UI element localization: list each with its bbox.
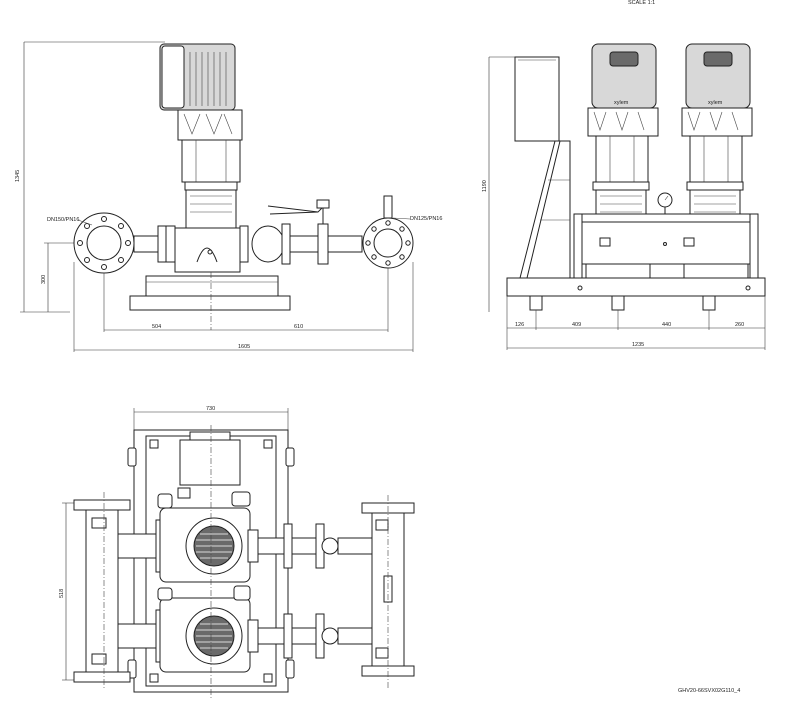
axis-dim-text: 300 xyxy=(41,275,47,284)
inlet-label: DN150/PN16 xyxy=(47,217,79,223)
inlet-pipe xyxy=(133,235,159,253)
top-pump-upper xyxy=(117,507,383,583)
inlet-pipe-flange xyxy=(157,225,167,263)
outlet-pipe xyxy=(289,235,319,253)
side-dim-2: 409 xyxy=(572,322,581,328)
check-valve xyxy=(251,225,285,263)
pump-left-stack xyxy=(595,135,649,183)
motor-fins xyxy=(189,52,227,106)
lantern-window xyxy=(183,113,233,135)
dim-total-text: 1605 xyxy=(238,344,250,350)
discharge-pipe xyxy=(327,235,363,253)
manifold-upper xyxy=(577,213,757,223)
outlet-pump-flange xyxy=(239,225,249,263)
pump-body xyxy=(185,189,237,229)
valve-handle-head xyxy=(316,199,330,209)
pump-unit-right: xylem xyxy=(681,43,753,227)
side-dim-1: 126 xyxy=(515,322,524,328)
pump-casing-arch xyxy=(196,247,218,263)
pump-casing xyxy=(174,227,241,273)
manifold-flange-right xyxy=(749,213,759,281)
top-view: 730 518 xyxy=(59,406,415,700)
left-manifold-flange-top xyxy=(73,499,131,511)
height-dim-text: 1345 xyxy=(15,170,21,182)
outlet-label: DN125/PN16 xyxy=(410,216,442,222)
casing-plug xyxy=(207,249,213,255)
side-dim-total: 1235 xyxy=(632,342,644,348)
inlet-flange-bolts xyxy=(77,216,131,270)
pump-left-brand: xylem xyxy=(614,100,629,106)
side-view: 1190 xylem xylem xyxy=(482,43,766,350)
front-view: 1345 300 xyxy=(15,41,442,352)
left-manifold-flange-bottom xyxy=(73,671,131,683)
side-height-dim-text: 1190 xyxy=(482,180,488,192)
pump-right-display xyxy=(703,51,733,67)
pump-unit-left: xylem xyxy=(587,43,659,227)
top-pump-upper-valve xyxy=(321,537,339,555)
motor-terminal-box xyxy=(161,45,185,109)
outlet-bore xyxy=(373,228,403,258)
pump-right-brand: xylem xyxy=(708,100,723,106)
pump-right-stack xyxy=(689,135,743,183)
base-frame xyxy=(129,295,291,311)
left-manifold-pipe xyxy=(85,509,119,673)
pressure-sensor xyxy=(383,195,393,219)
pump-left-lantern xyxy=(587,107,659,137)
side-base-frame xyxy=(506,277,766,297)
pump-ring xyxy=(184,181,238,191)
top-control-panel xyxy=(179,439,241,486)
dim-left-text: 504 xyxy=(152,324,161,330)
drawing-code: GHV20-66SVX02G110_4 xyxy=(678,688,740,694)
scale-label: SCALE 1:1 xyxy=(628,0,655,6)
inlet-valve xyxy=(165,225,176,263)
top-pump-lower xyxy=(117,597,383,673)
manifold-flange-left xyxy=(573,213,583,281)
gate-valve-body xyxy=(317,223,329,265)
panel-stand xyxy=(519,140,571,279)
side-dim-3: 440 xyxy=(662,322,671,328)
pump-pedestal xyxy=(145,275,279,297)
outlet-valve-flange xyxy=(281,223,291,265)
inlet-bore xyxy=(86,225,122,261)
control-panel xyxy=(514,56,560,142)
side-dim-4: 260 xyxy=(735,322,744,328)
outlet-flange-bolts xyxy=(365,220,411,266)
top-width-dim-text: 730 xyxy=(206,406,215,412)
top-pump-lower-valve xyxy=(321,627,339,645)
motor-lantern xyxy=(177,109,243,141)
pump-left-display xyxy=(609,51,639,67)
pump-stack xyxy=(181,139,241,183)
dim-right-text: 610 xyxy=(294,324,303,330)
pump-right-lantern xyxy=(681,107,753,137)
top-depth-dim-text: 518 xyxy=(59,589,65,598)
